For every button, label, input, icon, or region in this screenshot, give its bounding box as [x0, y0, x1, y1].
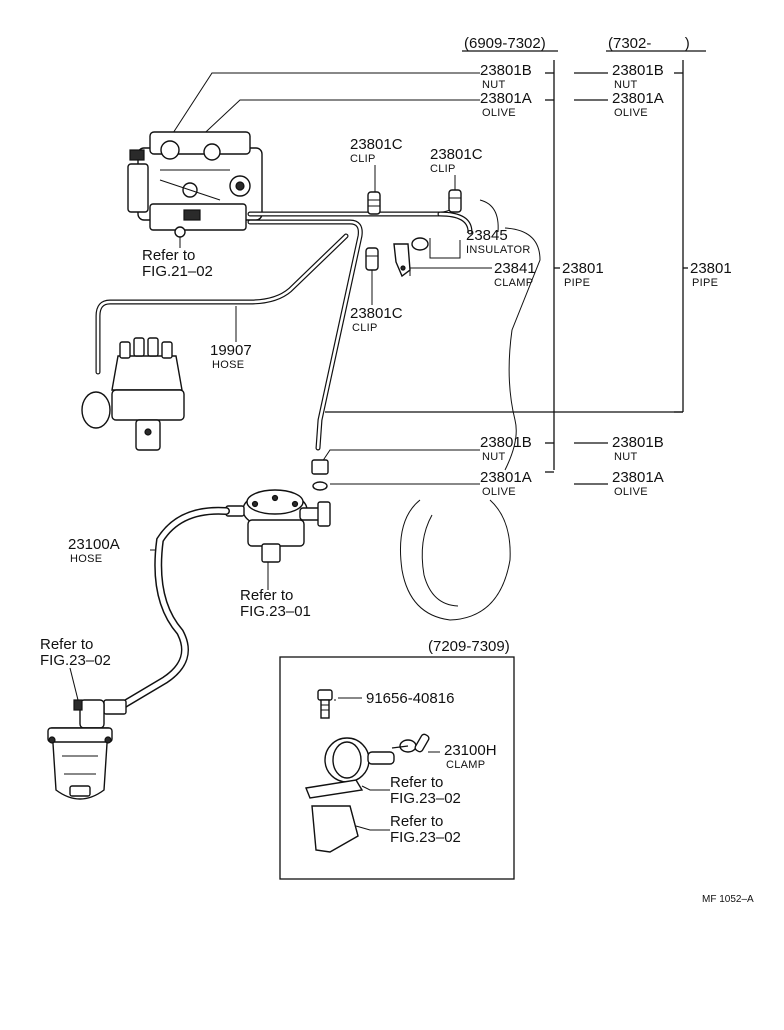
olive-bottom-a-desc: OLIVE [482, 486, 516, 498]
inset-bolt-part: 91656-40816 [366, 690, 454, 707]
inset-filter-ref-line2: FIG.23–02 [390, 790, 461, 807]
clip-left-desc: CLIP [350, 153, 376, 165]
inset-clamp-desc: CLAMP [446, 759, 485, 771]
bolt-icon [317, 689, 336, 719]
olive-bottom-b-part: 23801A [612, 469, 664, 486]
fuel-filter [47, 699, 127, 800]
engine-outline [399, 199, 541, 621]
fuel-hose-desc: HOSE [70, 553, 102, 565]
filter-ref-line2: FIG.23–02 [40, 652, 111, 669]
filter-ref-line1: Refer to [40, 636, 93, 653]
carburetor [127, 131, 263, 238]
carb-ref-line2: FIG.21–02 [142, 263, 213, 280]
inset-bracket-ref-line1: Refer to [390, 813, 443, 830]
olive-top-a-part: 23801A [480, 90, 532, 107]
pipe-a-part: 23801 [562, 260, 604, 277]
pipe-clips [365, 189, 462, 278]
distributor [81, 337, 185, 451]
clip-lower-part: 23801C [350, 305, 403, 322]
nut-top-b-desc: NUT [614, 79, 638, 91]
inset-filter-ref-line1: Refer to [390, 774, 443, 791]
clip-left-part: 23801C [350, 136, 403, 153]
nut-bottom-a-desc: NUT [482, 451, 506, 463]
lower-nut-olive [311, 459, 329, 491]
header-range-a: (6909-7302) [464, 35, 546, 52]
insulator-part: 23845 [466, 227, 508, 244]
nut-bottom-b-part: 23801B [612, 434, 664, 451]
pump-ref-line2: FIG.23–01 [240, 603, 311, 620]
olive-top-b-desc: OLIVE [614, 107, 648, 119]
inset-clamp-icon [391, 733, 430, 753]
olive-bottom-a-part: 23801A [480, 469, 532, 486]
inset-filter-icon [305, 737, 395, 799]
nut-bottom-a-part: 23801B [480, 434, 532, 451]
olive-top-a-desc: OLIVE [482, 107, 516, 119]
labels: (6909-7302) (7302- ) 23801B NUT 23801A O… [40, 35, 754, 905]
fuel-hose-part: 23100A [68, 536, 120, 553]
pipe-b-desc: PIPE [692, 277, 718, 289]
clip-lower-desc: CLIP [352, 322, 378, 334]
inset-bracket-ref-line2: FIG.23–02 [390, 829, 461, 846]
clip-right-desc: CLIP [430, 163, 456, 175]
inset-range: (7209-7309) [428, 638, 510, 655]
olive-top-b-part: 23801A [612, 90, 664, 107]
clamp-part: 23841 [494, 260, 536, 277]
footer-code: MF 1052–A [702, 894, 754, 905]
header-range-b: (7302- ) [608, 35, 690, 52]
fuel-hose [114, 506, 230, 712]
nut-bottom-b-desc: NUT [614, 451, 638, 463]
leader-lines [69, 50, 706, 701]
clamp-desc: CLAMP [494, 277, 533, 289]
carb-ref-line1: Refer to [142, 247, 195, 264]
insulator-desc: INSULATOR [466, 244, 531, 256]
nut-top-a-part: 23801B [480, 62, 532, 79]
vacuum-hose-desc: HOSE [212, 359, 244, 371]
nut-top-a-desc: NUT [482, 79, 506, 91]
pipe-a-desc: PIPE [564, 277, 590, 289]
vacuum-hose [95, 233, 349, 375]
clip-right-part: 23801C [430, 146, 483, 163]
inset-box [279, 656, 515, 880]
vacuum-hose-part: 19907 [210, 342, 252, 359]
pump-ref-line1: Refer to [240, 587, 293, 604]
fuel-pump [225, 489, 331, 563]
inset-bracket-icon [311, 805, 359, 853]
nut-top-b-part: 23801B [612, 62, 664, 79]
inset-clamp-part: 23100H [444, 742, 497, 759]
olive-bottom-b-desc: OLIVE [614, 486, 648, 498]
pipe-b-part: 23801 [690, 260, 732, 277]
